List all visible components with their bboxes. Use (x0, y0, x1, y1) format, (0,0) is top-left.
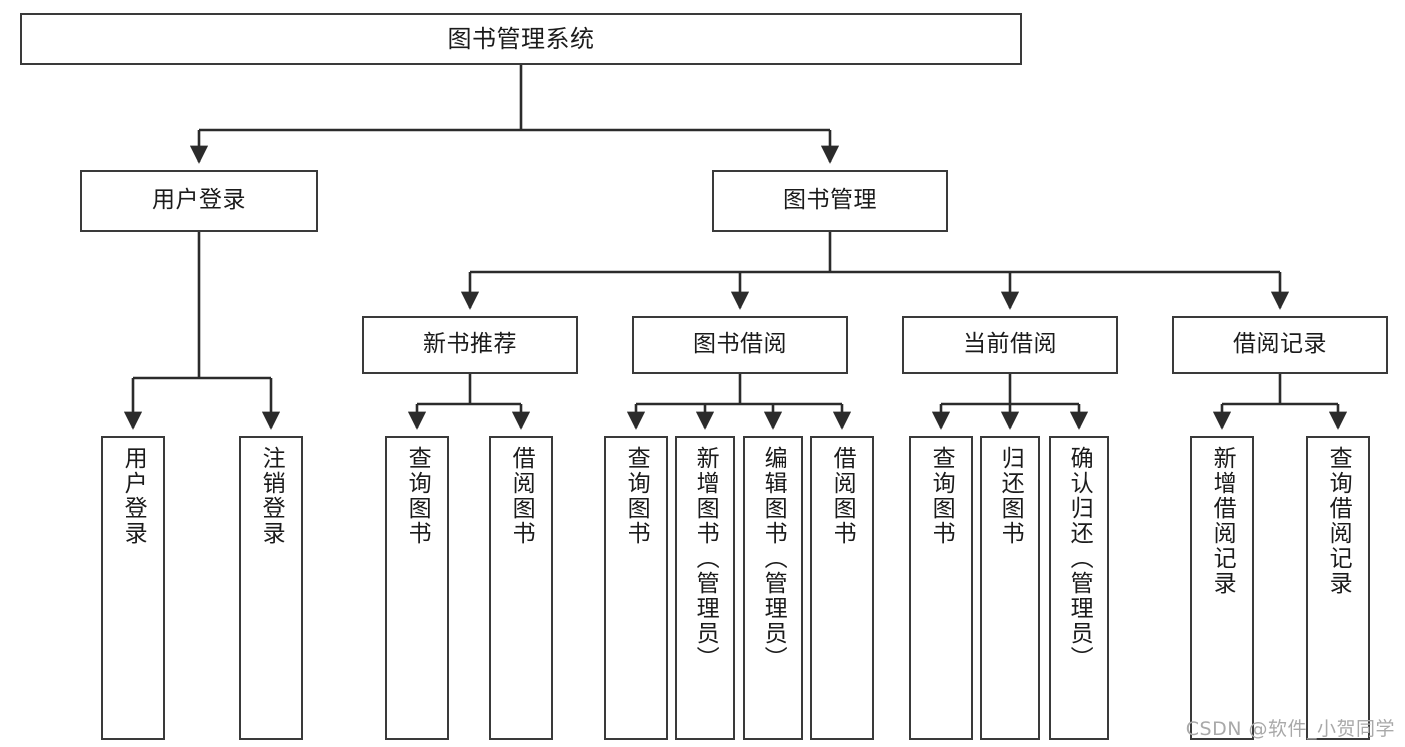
node-book-management[interactable]: 图书管理 (712, 170, 948, 232)
leaf-logout[interactable]: 注销登录 (239, 436, 303, 740)
node-root-system[interactable]: 图书管理系统 (20, 13, 1022, 65)
leaf-add-book-admin[interactable]: 新增图书（管理员） (675, 436, 735, 740)
node-label: 图书管理 (783, 187, 877, 214)
leaf-query-book-current[interactable]: 查询图书 (909, 436, 973, 740)
node-label: 注销登录 (258, 446, 285, 546)
node-user-login[interactable]: 用户登录 (80, 170, 318, 232)
leaf-borrow-book-new[interactable]: 借阅图书 (489, 436, 553, 740)
node-label: 新书推荐 (423, 331, 517, 358)
node-label: 用户登录 (120, 446, 147, 546)
leaf-add-borrow-record[interactable]: 新增借阅记录 (1190, 436, 1254, 740)
node-label: 当前借阅 (963, 331, 1057, 358)
leaf-confirm-return-admin[interactable]: 确认归还（管理员） (1049, 436, 1109, 740)
leaf-return-book[interactable]: 归还图书 (980, 436, 1040, 740)
leaf-query-book-new[interactable]: 查询图书 (385, 436, 449, 740)
node-label: 查询图书 (404, 446, 431, 546)
csdn-watermark: CSDN @软件_小贺同学 (1185, 718, 1395, 740)
node-current-borrow[interactable]: 当前借阅 (902, 316, 1118, 374)
node-label: 编辑图书（管理员） (760, 446, 787, 671)
node-label: 图书管理系统 (447, 24, 595, 53)
node-label: 借阅记录 (1233, 331, 1327, 358)
node-label: 查询图书 (623, 446, 650, 546)
node-label: 用户登录 (152, 187, 246, 214)
leaf-query-book-borrow[interactable]: 查询图书 (604, 436, 668, 740)
leaf-user-login[interactable]: 用户登录 (101, 436, 165, 740)
node-label: 新增图书（管理员） (692, 446, 719, 671)
node-book-borrow[interactable]: 图书借阅 (632, 316, 848, 374)
node-borrow-record[interactable]: 借阅记录 (1172, 316, 1388, 374)
leaf-query-borrow-record[interactable]: 查询借阅记录 (1306, 436, 1370, 740)
node-label: 查询图书 (928, 446, 955, 546)
node-new-book-recommend[interactable]: 新书推荐 (362, 316, 578, 374)
node-label: 归还图书 (997, 446, 1024, 546)
leaf-borrow-book[interactable]: 借阅图书 (810, 436, 874, 740)
node-label: 新增借阅记录 (1209, 446, 1236, 596)
node-label: 图书借阅 (693, 331, 787, 358)
leaf-edit-book-admin[interactable]: 编辑图书（管理员） (743, 436, 803, 740)
node-label: 借阅图书 (508, 446, 535, 546)
node-label: 查询借阅记录 (1325, 446, 1352, 596)
node-label: 确认归还（管理员） (1066, 446, 1093, 671)
node-label: 借阅图书 (829, 446, 856, 546)
